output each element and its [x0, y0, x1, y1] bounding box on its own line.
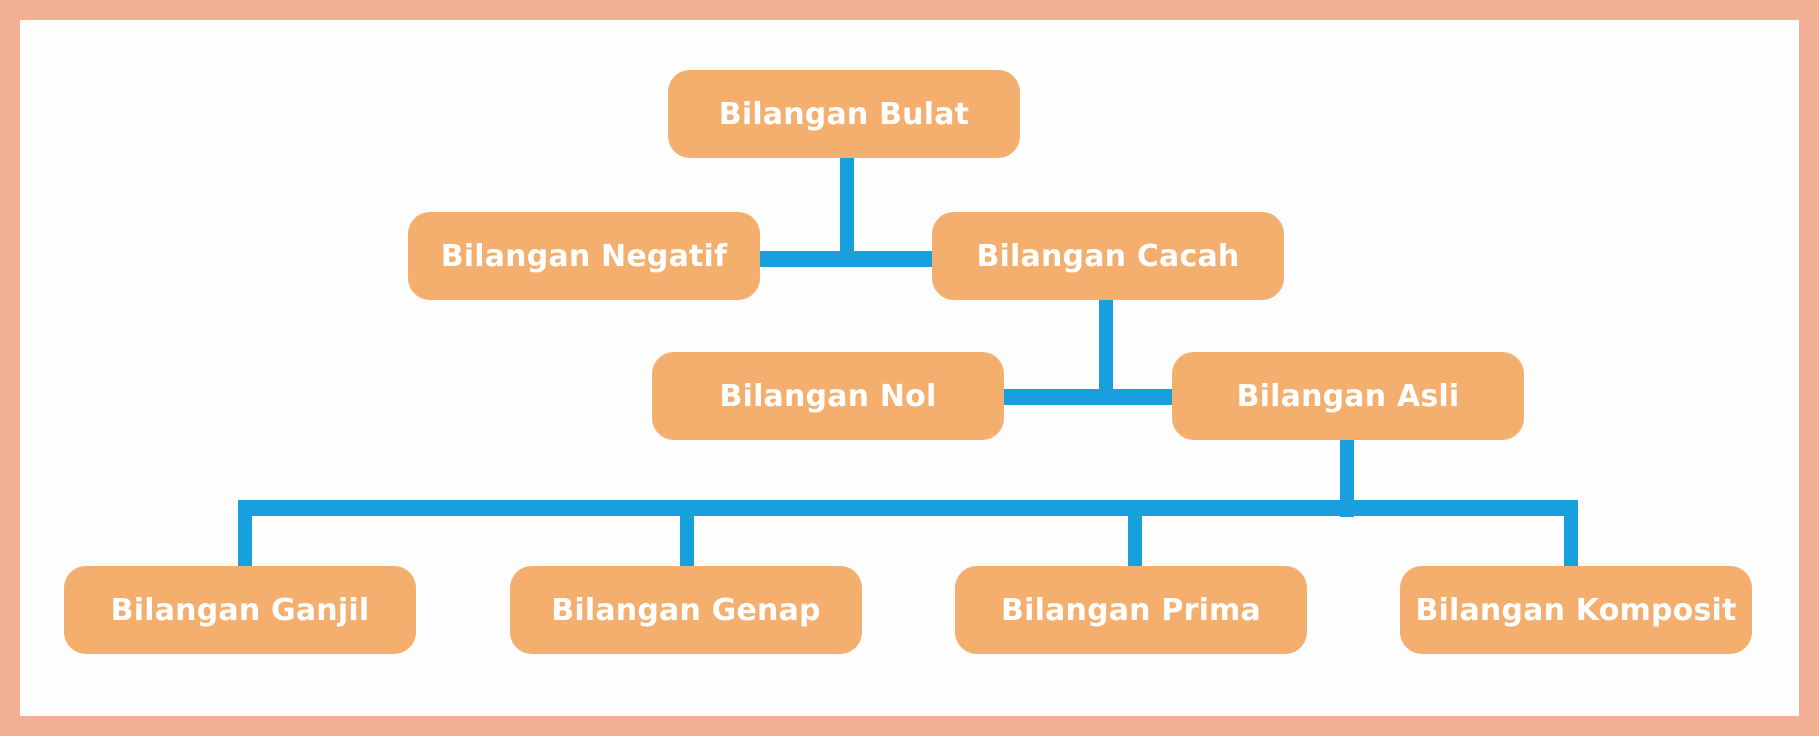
node-bilangan-komposit[interactable]: Bilangan Komposit	[1400, 566, 1752, 654]
connector-asli-vertical	[1340, 437, 1354, 517]
node-label: Bilangan Ganjil	[110, 592, 370, 628]
node-bilangan-genap[interactable]: Bilangan Genap	[510, 566, 862, 654]
node-bilangan-ganjil[interactable]: Bilangan Ganjil	[64, 566, 416, 654]
connector-level3-horizontal	[1000, 389, 1180, 405]
node-bilangan-asli[interactable]: Bilangan Asli	[1172, 352, 1524, 440]
node-label: Bilangan Komposit	[1415, 592, 1737, 628]
node-bilangan-cacah[interactable]: Bilangan Cacah	[932, 212, 1284, 300]
connector-level2-horizontal	[756, 251, 936, 267]
connector-bulat-vertical	[840, 152, 854, 264]
node-label: Bilangan Genap	[551, 592, 821, 628]
node-label: Bilangan Nol	[719, 378, 937, 414]
node-label: Bilangan Negatif	[440, 238, 728, 274]
node-bilangan-negatif[interactable]: Bilangan Negatif	[408, 212, 760, 300]
connector-drop-prima	[1128, 500, 1142, 570]
node-label: Bilangan Prima	[1001, 592, 1261, 628]
node-label: Bilangan Bulat	[718, 96, 970, 132]
node-bilangan-bulat[interactable]: Bilangan Bulat	[668, 70, 1020, 158]
connector-drop-ganjil	[238, 500, 252, 570]
connector-drop-genap	[680, 500, 694, 570]
node-bilangan-nol[interactable]: Bilangan Nol	[652, 352, 1004, 440]
node-label: Bilangan Cacah	[976, 238, 1240, 274]
node-label: Bilangan Asli	[1236, 378, 1460, 414]
node-bilangan-prima[interactable]: Bilangan Prima	[955, 566, 1307, 654]
connector-drop-komposit	[1564, 500, 1578, 570]
connector-level4-bus	[238, 500, 1578, 516]
